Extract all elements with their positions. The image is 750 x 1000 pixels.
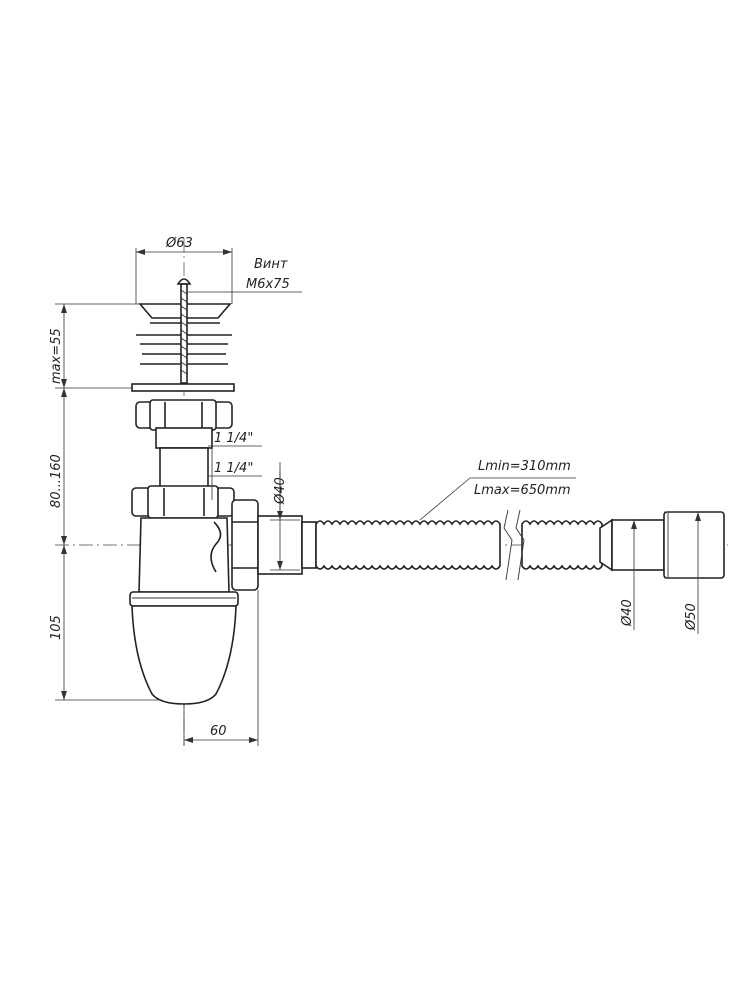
label-60: 60 [210, 724, 227, 739]
dim-diameter-40-outlet [270, 462, 300, 571]
hose-end-adapter [599, 511, 725, 579]
label-80-160: 80...160 [49, 454, 64, 508]
hose-length-leader [419, 477, 576, 521]
corrugated-hose-left [315, 520, 501, 570]
corrugated-hose-right [521, 520, 603, 570]
label-diameter-63: Ø63 [165, 236, 193, 251]
siphon-bottle-body [129, 517, 239, 705]
lower-union-nut [131, 485, 235, 519]
label-thread-lower: 1 1/4" [214, 461, 253, 476]
label-105: 105 [49, 615, 64, 640]
label-length-max: Lmax=650mm [474, 483, 571, 498]
label-length-min: Lmin=310mm [478, 459, 571, 474]
upper-union-nut [135, 399, 233, 431]
dim-left-chain [55, 303, 160, 701]
screw-m6x75 [176, 278, 192, 384]
label-diameter-50-hose: Ø50 [684, 603, 699, 631]
dim-diameter-50-hose [664, 511, 701, 634]
label-screw-spec: M6x75 [246, 277, 290, 292]
dim-diameter-63 [135, 248, 233, 304]
strainer-grid [131, 303, 235, 392]
hose-break-marks [503, 509, 525, 581]
label-max-55: max=55 [49, 328, 64, 384]
label-screw-title: Винт [254, 257, 288, 272]
tailpiece-pipe [155, 427, 213, 489]
label-diameter-40-outlet: Ø40 [273, 477, 288, 505]
thread-leaders [208, 445, 262, 500]
label-thread-upper: 1 1/4" [214, 431, 253, 446]
label-diameter-40-hose: Ø40 [620, 599, 635, 627]
dim-60-horizontal [183, 590, 259, 746]
outlet-union-nut [231, 499, 317, 591]
dim-diameter-40-hose [612, 519, 637, 630]
